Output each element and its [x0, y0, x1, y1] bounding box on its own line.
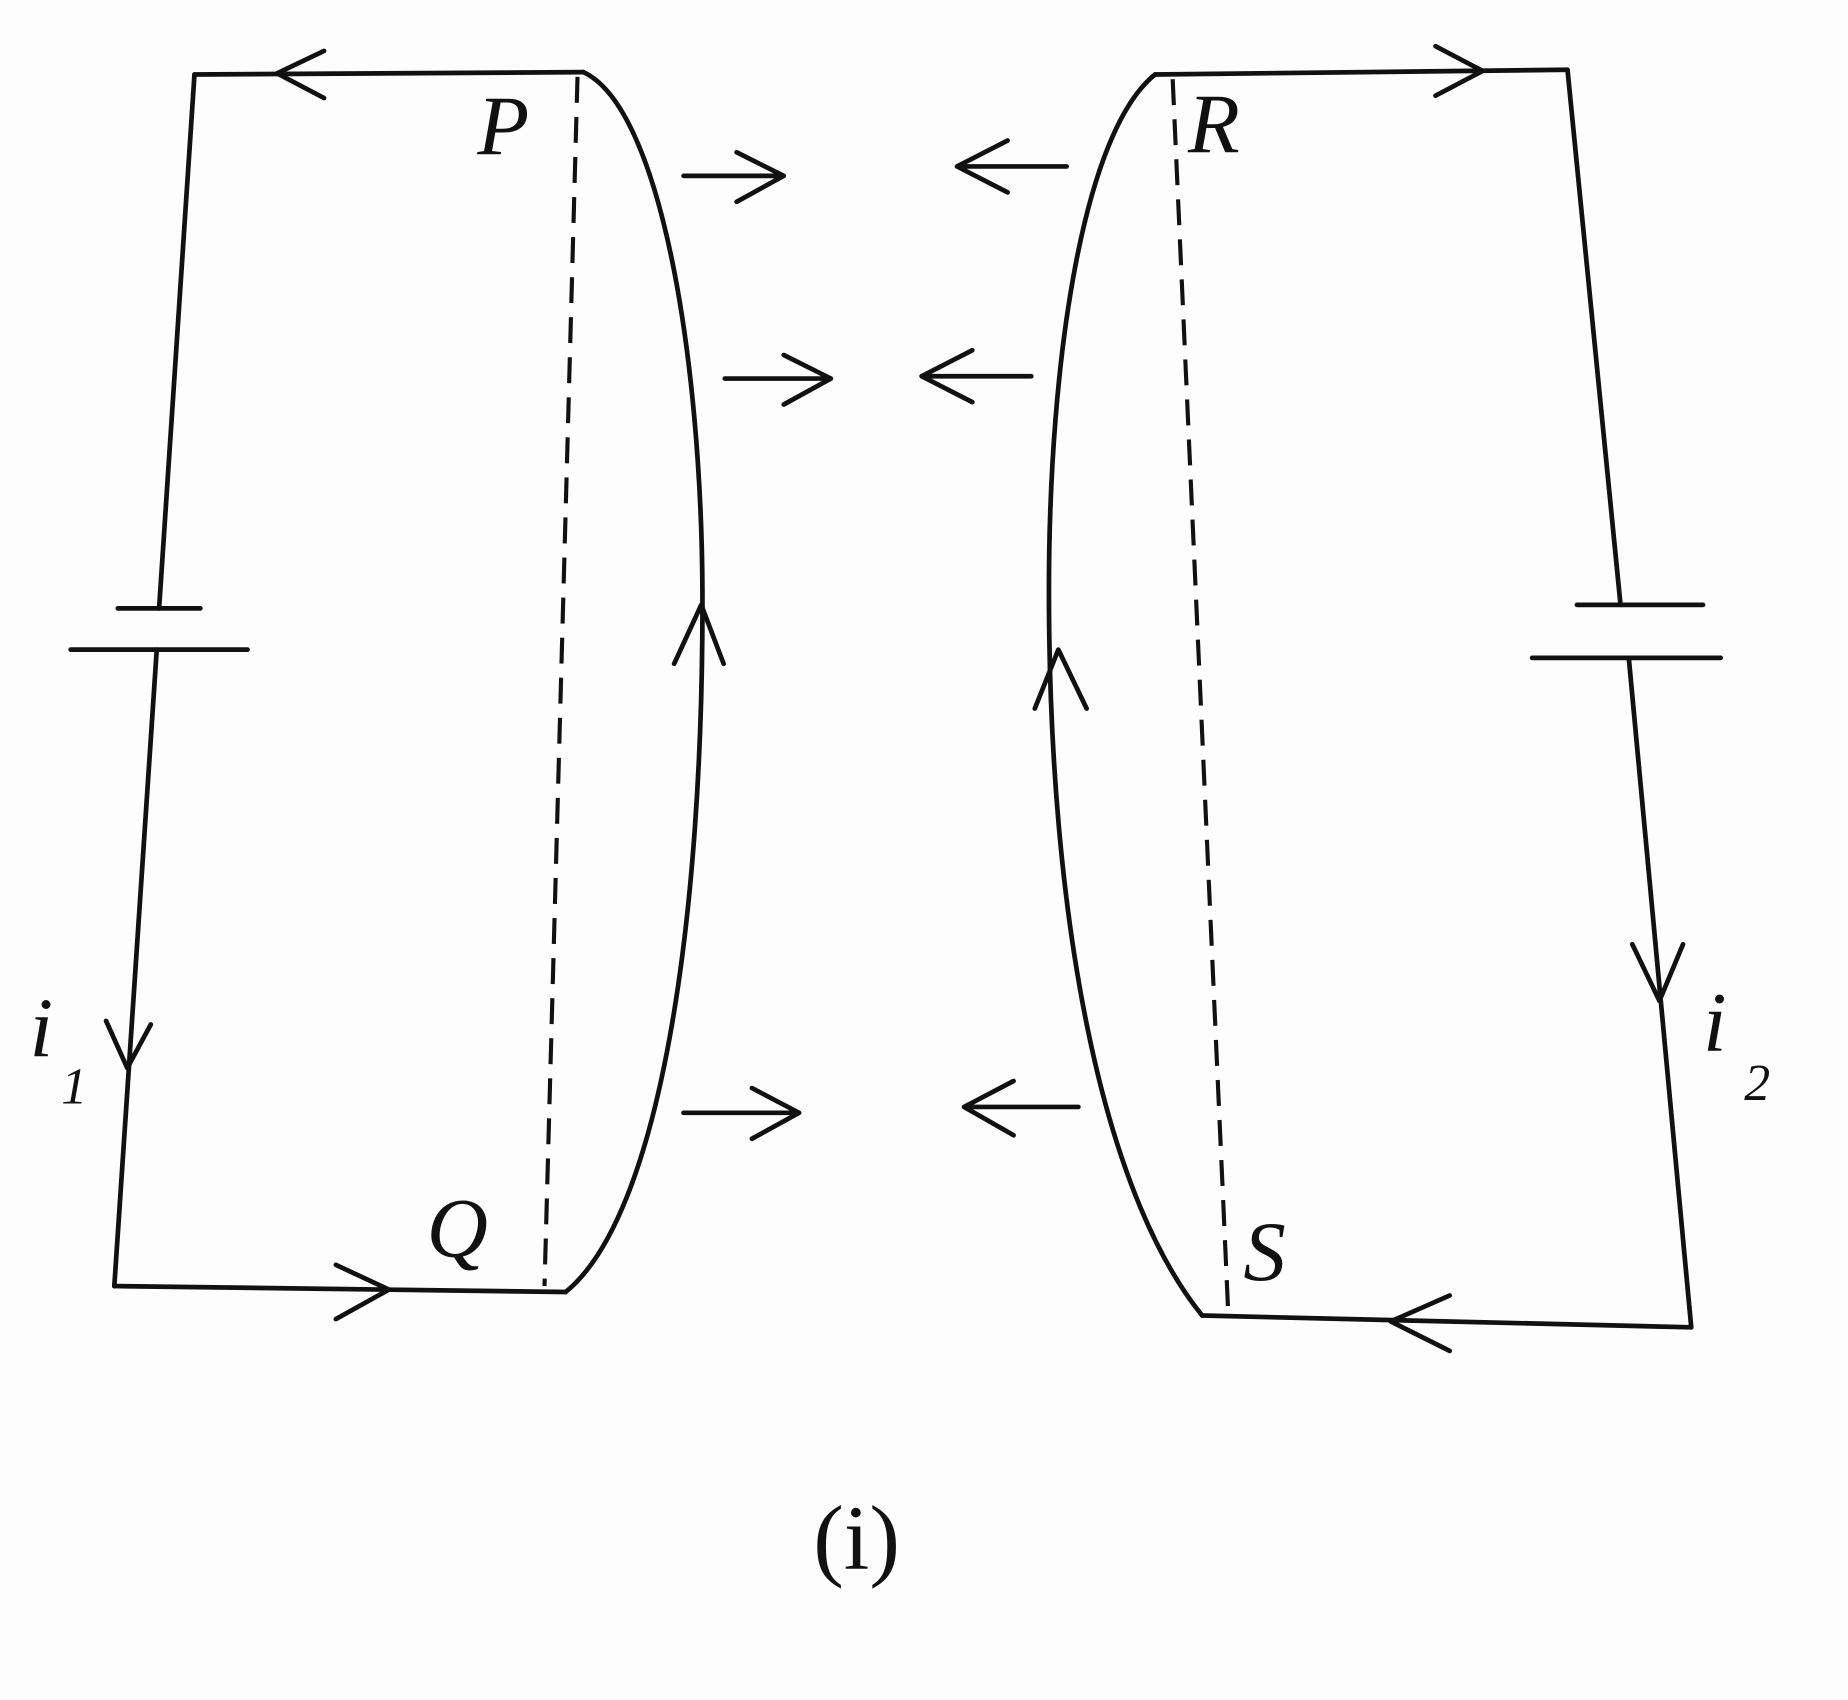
left-bottom-wire: [111, 1283, 569, 1295]
right-top-wire: [1152, 67, 1570, 77]
left-arrow-icon-middle: [919, 347, 1034, 405]
label-i2: i 2: [1703, 975, 1770, 1112]
right-top-arrow-icon: [1433, 43, 1485, 99]
left-down-arrow-icon: [103, 1018, 154, 1071]
right-down-arrow-icon: [1629, 941, 1686, 1004]
right-plate-up-arrow-icon: [1032, 647, 1089, 711]
left-top-arrow-icon: [274, 48, 327, 101]
left-bottom-arrow-icon: [333, 1262, 392, 1322]
right-curved-plate: [1046, 72, 1205, 1318]
left-arrow-icon-bottom: [961, 1078, 1081, 1138]
left-curved-plate: [563, 69, 705, 1295]
force-arrows: [681, 138, 1081, 1142]
label-i1: i 1: [29, 981, 87, 1115]
label-s: S: [1243, 1205, 1285, 1299]
right-arrow-icon-middle: [722, 352, 834, 407]
left-top-wire: [192, 69, 586, 77]
right-dashed-diameter: [1170, 79, 1231, 1310]
right-arrow-icon-bottom: [681, 1085, 802, 1142]
left-upper-vertical-wire: [156, 72, 197, 611]
left-arrow-icon-top: [954, 138, 1069, 195]
left-dashed-diameter: [542, 76, 580, 1287]
left-plate-up-arrow-icon: [671, 602, 726, 667]
right-bottom-wire: [1199, 1313, 1694, 1330]
right-circuit: R S i 2: [1032, 43, 1770, 1354]
left-lower-vertical-wire: [111, 647, 160, 1289]
label-p: P: [476, 80, 529, 174]
right-arrow-icon-top: [681, 149, 787, 205]
figure-caption: (i): [813, 1487, 900, 1589]
left-circuit: P Q i 1: [29, 48, 726, 1322]
right-upper-vertical-wire: [1565, 67, 1623, 608]
label-r: R: [1187, 77, 1240, 171]
label-q: Q: [427, 1182, 488, 1276]
right-lower-vertical-wire: [1626, 655, 1694, 1330]
right-bottom-arrow-icon: [1388, 1293, 1452, 1354]
